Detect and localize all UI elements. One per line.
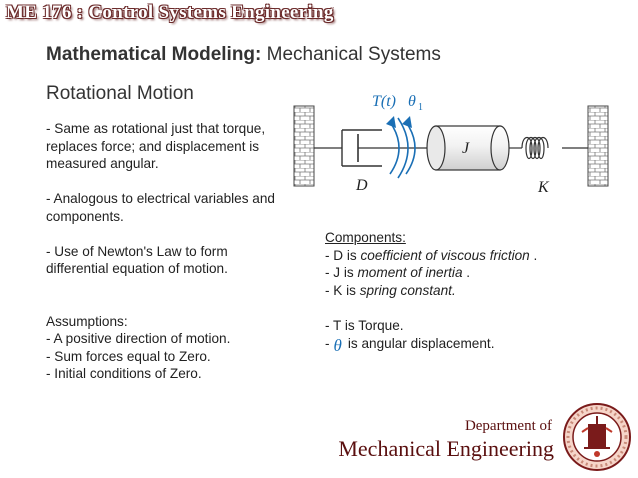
department-name: Mechanical Engineering [338, 436, 554, 461]
damper [341, 129, 382, 167]
components-title: Components: [325, 230, 406, 245]
spring [521, 136, 549, 160]
theta-subscript: 1 [418, 102, 423, 113]
left-wall [293, 105, 315, 187]
component-j-term: moment of inertia [357, 265, 463, 280]
note-item: - Same as rotational just that torque, r… [46, 121, 266, 171]
inertia-label: J [462, 140, 470, 157]
section-title: Rotational Motion [46, 83, 194, 104]
component-k-term: spring constant. [359, 282, 456, 298]
component-k: - K is spring constant. [325, 282, 585, 300]
torque-label: T(t) [372, 93, 396, 110]
note-item: - Analogous to electrical variables and … [46, 191, 275, 224]
component-t: - T is Torque. [325, 317, 404, 333]
component-d-prefix: - D is [325, 247, 361, 263]
department-label: Department of [464, 418, 552, 434]
components-list: Components: - D is coefficient of viscou… [325, 229, 585, 355]
inertia-cylinder [426, 125, 510, 171]
theta-symbol: θ [333, 336, 342, 355]
component-j-suffix: . [462, 265, 471, 280]
component-d: - D is coefficient of viscous friction . [325, 247, 585, 265]
spring-label: K [537, 179, 550, 196]
component-j: - J is moment of inertia . [325, 264, 585, 282]
assumptions-title: Assumptions: [46, 313, 128, 329]
theta-label: θ [408, 93, 416, 110]
assumption-item: - Sum forces equal to Zero. [46, 348, 211, 364]
note-item: - Use of Newton's Law to form differenti… [46, 243, 228, 277]
assumption-item: - Initial conditions of Zero. [46, 366, 202, 381]
right-wall [587, 105, 609, 187]
component-theta-prefix: - [325, 336, 330, 351]
notes-column: - Same as rotational just that torque, r… [46, 120, 278, 383]
component-theta: -θ is angular displacement. [325, 334, 585, 355]
university-seal-icon [563, 403, 631, 471]
damper-label: D [355, 177, 368, 194]
component-theta-suffix: is angular displacement. [347, 336, 495, 351]
rotational-system-diagram: T(t) θ 1 J D K [293, 93, 609, 196]
slide-heading-bold: Mathematical Modeling: [46, 44, 262, 65]
course-title: ME 176 : Control Systems Engineering [6, 2, 334, 23]
component-k-prefix: - K is [325, 282, 360, 298]
component-d-term: coefficient of viscous friction [360, 247, 530, 263]
component-j-prefix: - J is [325, 265, 358, 280]
component-d-suffix: . [529, 247, 538, 263]
slide-heading-rest: Mechanical Systems [261, 44, 441, 65]
slide-heading: Mathematical Modeling: Mechanical System… [46, 44, 441, 66]
assumption-item: - A positive direction of motion. [46, 331, 231, 346]
